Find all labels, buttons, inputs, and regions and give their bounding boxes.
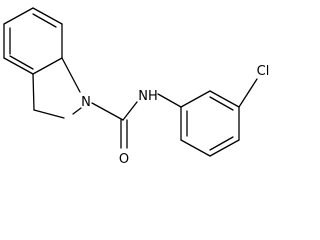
chlorophenyl-ring bbox=[180, 78, 258, 157]
bond bbox=[32, 57, 63, 75]
bond bbox=[91, 102, 124, 121]
indoline-benzene-ring bbox=[3, 7, 63, 75]
bond bbox=[3, 7, 34, 25]
amide-nh-label: NH bbox=[138, 89, 158, 104]
bond bbox=[180, 90, 211, 108]
bond bbox=[157, 93, 182, 108]
bond bbox=[32, 7, 63, 25]
chlorine-label: Cl bbox=[257, 64, 270, 79]
bond bbox=[209, 90, 240, 108]
carboxamide-group bbox=[91, 93, 182, 149]
aromatic-inner-bond bbox=[9, 55, 34, 70]
molecule-structure: N NH O Cl bbox=[3, 7, 270, 167]
bond bbox=[209, 139, 240, 157]
carbonyl-oxygen-label: O bbox=[119, 152, 129, 167]
ring-nitrogen-label: N bbox=[81, 95, 91, 110]
bond bbox=[32, 73, 35, 111]
bond bbox=[3, 57, 34, 75]
pyrrolidine-ring bbox=[32, 57, 82, 119]
aromatic-inner-bond bbox=[209, 136, 234, 151]
bond bbox=[72, 107, 82, 115]
aromatic-inner-bond bbox=[209, 96, 234, 111]
bond bbox=[238, 78, 258, 108]
bond bbox=[122, 101, 138, 121]
bond bbox=[180, 139, 211, 157]
aromatic-inner-bond bbox=[32, 13, 57, 28]
bond bbox=[61, 57, 81, 93]
bond bbox=[33, 109, 65, 119]
